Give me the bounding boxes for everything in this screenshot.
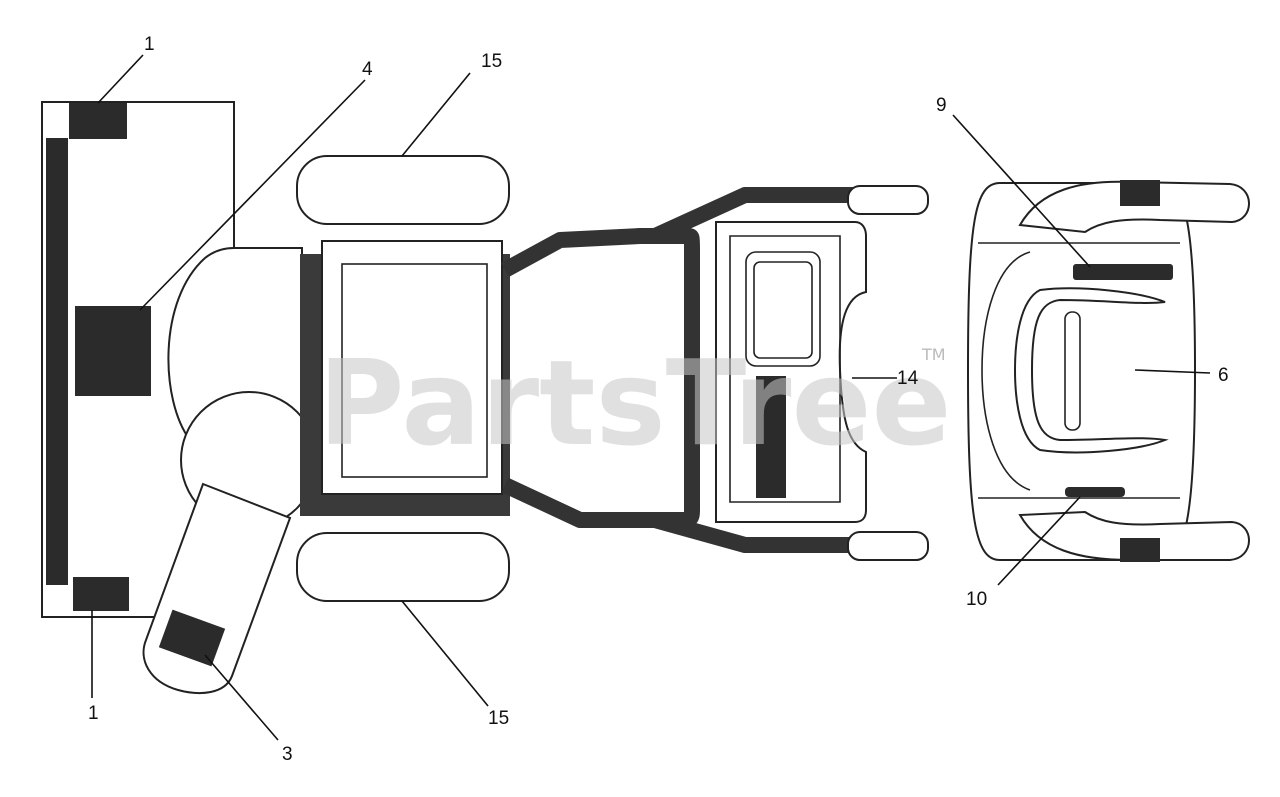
callout-4: 4: [362, 59, 373, 80]
handle-bar-top: [651, 187, 860, 244]
leader-9: [952, 114, 1091, 268]
handle-bar-bottom: [652, 512, 860, 553]
grip-top: [847, 185, 929, 215]
control-panel-view: [966, 180, 1250, 562]
callout-15-bottom: 15: [488, 708, 509, 729]
decal-strip: [46, 138, 68, 585]
panel-window: [753, 261, 813, 359]
console-side-curve: [981, 251, 1031, 491]
callout-10: 10: [966, 589, 987, 610]
engine-cover: [321, 240, 503, 495]
control-panel-inner: [729, 235, 841, 503]
handle-loop-top: [1018, 180, 1250, 234]
decal-1-bottom: [73, 577, 129, 611]
decal-14: [756, 376, 786, 498]
leader-15-top: [401, 72, 471, 157]
callout-14: 14: [897, 368, 919, 389]
wheel-bottom: [296, 532, 510, 602]
console-face: [1013, 287, 1169, 454]
watermark-tm: TM: [921, 345, 946, 364]
leader-4: [139, 79, 366, 311]
leader-6: [1134, 369, 1211, 374]
callout-9: 9: [936, 95, 947, 116]
leader-10: [997, 496, 1081, 586]
handle-tape-bottom: [1120, 538, 1160, 562]
leader-1-top: [97, 54, 144, 104]
callout-labels: 1 4 15 9 14 6 10 1 3 15: [88, 34, 1229, 765]
panel-window-outer: [745, 251, 821, 367]
decal-3: [158, 609, 226, 667]
callout-3: 3: [282, 744, 293, 765]
callout-6: 6: [1218, 365, 1229, 386]
chute-housing: [167, 247, 303, 441]
decal-4: [75, 306, 151, 396]
leader-15-bottom: [401, 600, 489, 707]
decal-10: [1065, 487, 1125, 497]
leader-3: [204, 654, 279, 741]
handle-loop-bottom: [1018, 510, 1250, 561]
decal-1-top: [69, 103, 127, 139]
callout-1-bottom: 1: [88, 703, 99, 724]
wheel-top: [296, 155, 510, 225]
leader-lines: [91, 54, 1211, 741]
mower-top-view: [41, 101, 929, 695]
watermark-text: PartsTree: [318, 334, 952, 472]
handle-tape-top: [1120, 180, 1160, 206]
callout-15-top: 15: [481, 51, 502, 72]
callout-1-top: 1: [144, 34, 155, 55]
decal-9: [1073, 264, 1173, 280]
grip-bottom: [847, 531, 929, 561]
console-slot: [1064, 311, 1081, 431]
engine-cover-inner: [341, 263, 488, 478]
